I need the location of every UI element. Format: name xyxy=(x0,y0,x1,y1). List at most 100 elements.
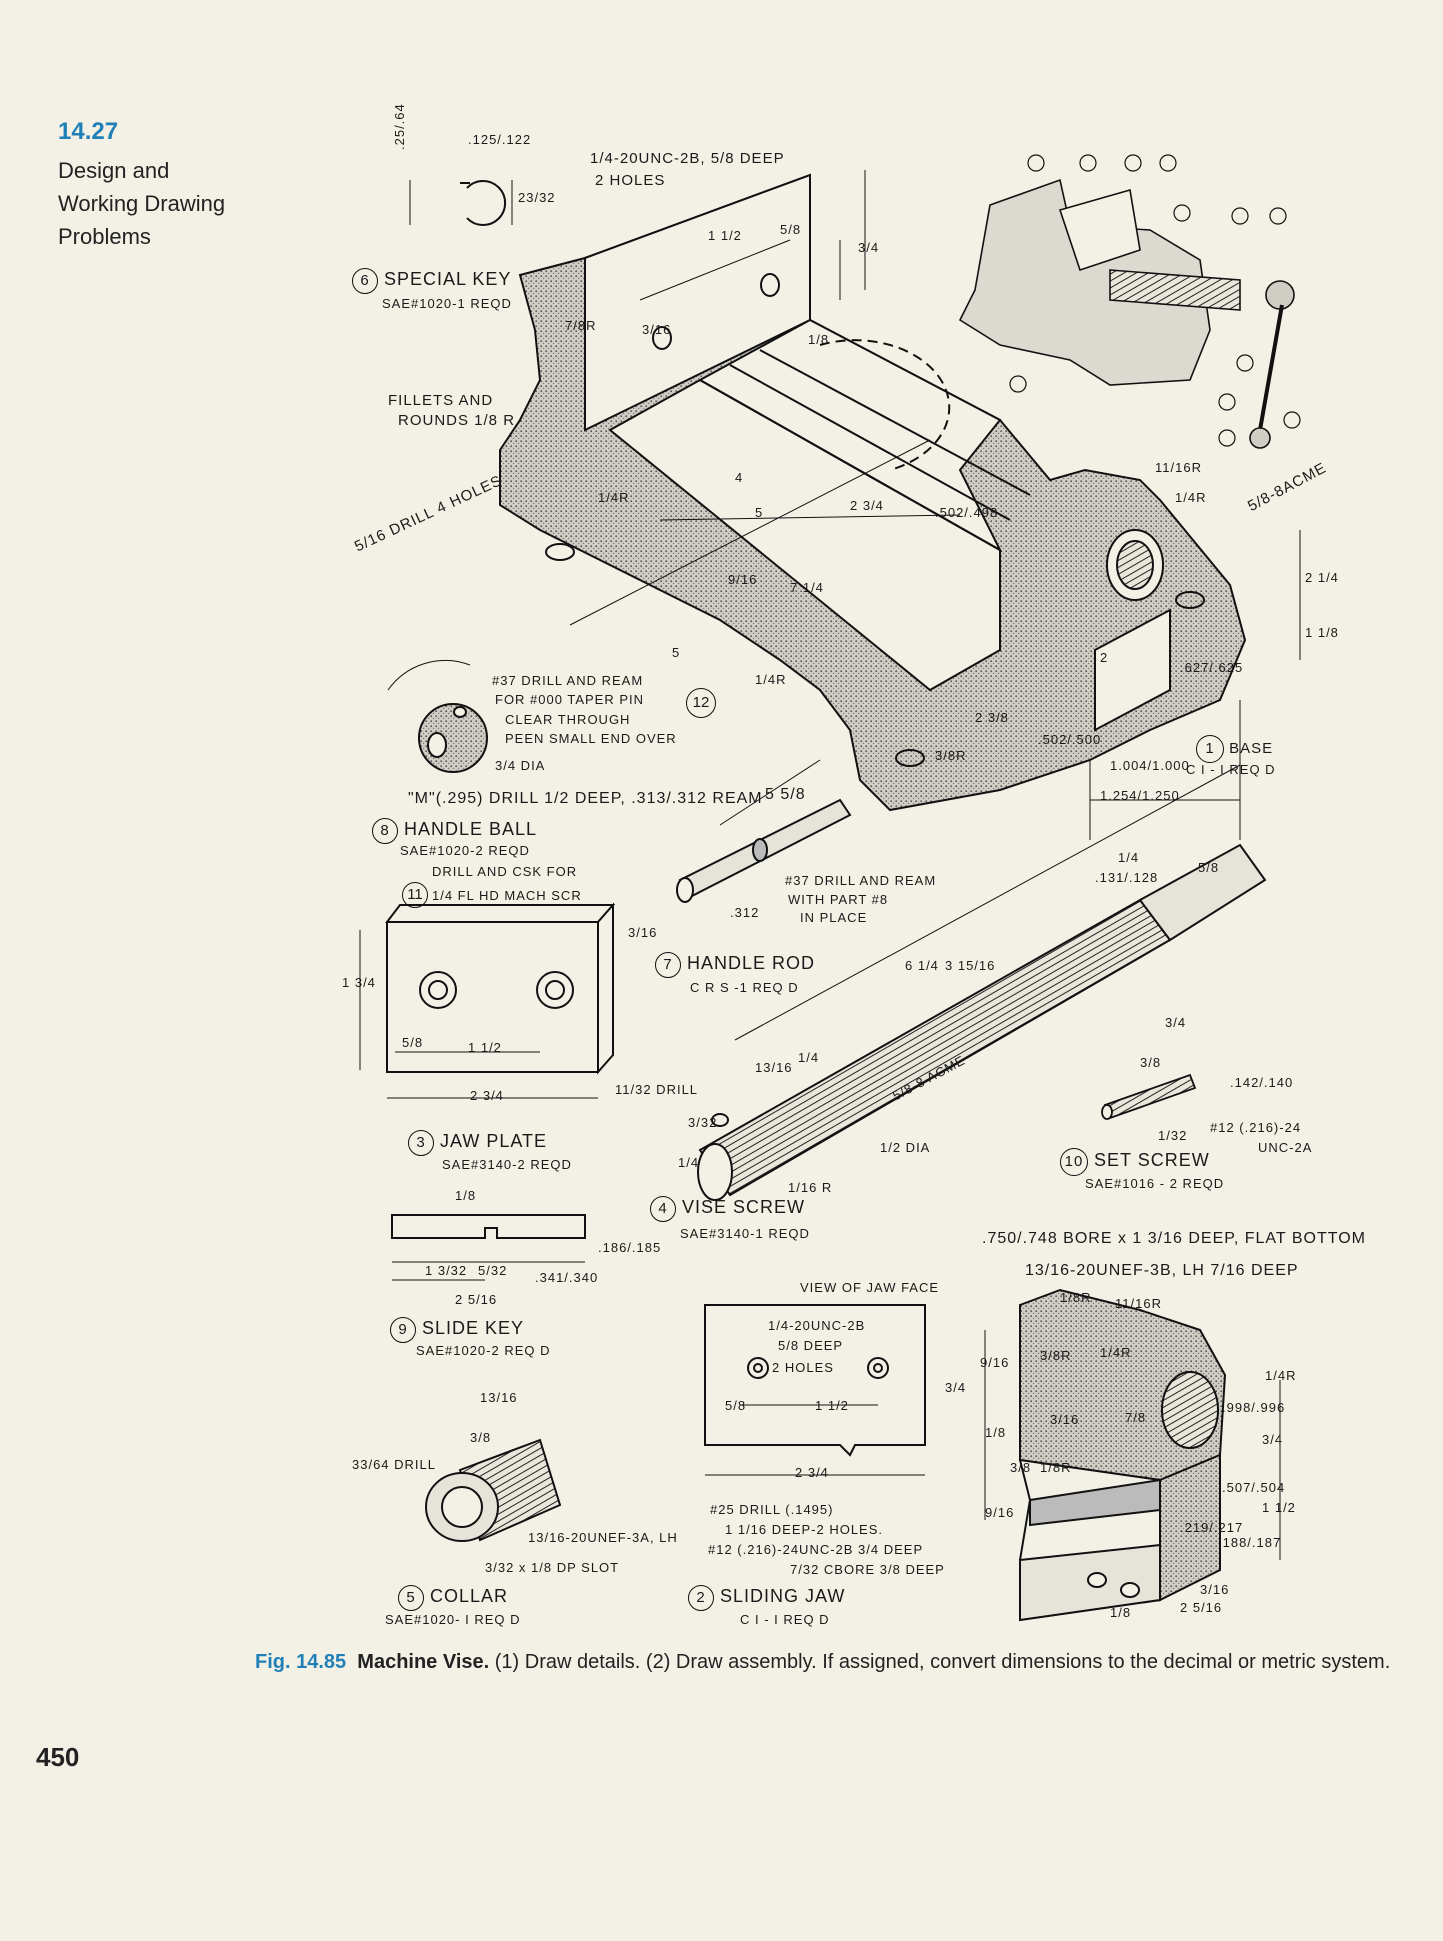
vise-assembly-pictorial xyxy=(958,154,1301,449)
dim-label: 1 1/2 xyxy=(1262,1500,1296,1515)
dim-label: 5/32 xyxy=(478,1263,508,1278)
note-line: 1/4 FL HD MACH SCR xyxy=(432,888,582,903)
part-spec: SAE#1020-1 REQD xyxy=(382,296,512,311)
part-name: SPECIAL KEY xyxy=(384,269,512,289)
figure-title: Machine Vise. xyxy=(357,1651,490,1673)
dim-label: 5/8 xyxy=(402,1035,424,1050)
note-line: 3/32 x 1/8 DP SLOT xyxy=(485,1560,620,1575)
balloon: 6 xyxy=(352,268,378,294)
note-line: 11/32 DRILL xyxy=(615,1082,699,1097)
dim-label: 3/16 xyxy=(1050,1412,1080,1427)
collar-label: 5 COLLAR xyxy=(398,1585,508,1611)
part-spec: SAE#1020-2 REQD xyxy=(400,843,530,858)
note-line: UNC-2A xyxy=(1258,1140,1313,1155)
dim-label: 1 1/2 xyxy=(708,228,742,243)
dim-label: 1 3/4 xyxy=(342,975,376,990)
balloon: 3 xyxy=(408,1130,434,1156)
note-line: FOR #000 TAPER PIN xyxy=(495,692,645,707)
dim-label: 3/16 xyxy=(1200,1582,1230,1597)
page-number: 450 xyxy=(36,1742,80,1772)
rounds-note: ROUNDS 1/8 R xyxy=(398,412,516,429)
handle-ball-label: 8 HANDLE BALL xyxy=(372,818,537,844)
dim-label: .312 xyxy=(730,905,760,920)
dim-label: 1/8 xyxy=(808,332,830,347)
dim-label: 4 xyxy=(735,470,744,485)
dim-label: 5 xyxy=(672,645,681,660)
note-line: 1 1/16 DEEP-2 HOLES. xyxy=(725,1522,884,1537)
note-line: WITH PART #8 xyxy=(788,892,889,907)
dim-label: .502/.500 xyxy=(1038,732,1102,747)
dim-label: 3/16 xyxy=(642,322,672,337)
note-line: PEEN SMALL END OVER xyxy=(505,731,677,746)
dim-label: 2 5/16 xyxy=(455,1292,498,1307)
part-spec: C I - I REQ D xyxy=(740,1612,830,1627)
balloon: 8 xyxy=(372,818,398,844)
dim-label: .142/.140 xyxy=(1230,1075,1294,1090)
balloon: 10 xyxy=(1060,1148,1088,1176)
dim-label: 2 1/4 xyxy=(1305,570,1339,585)
dim-label: 23/32 xyxy=(518,190,556,205)
note-line: 1/16 R xyxy=(788,1180,833,1195)
dim-label: .627/.625 xyxy=(1180,660,1244,675)
dim-label: 3/4 xyxy=(858,240,880,255)
jaw-face-view-drawing xyxy=(704,1304,926,1476)
balloon: 2 xyxy=(688,1585,714,1611)
handle-ball-drawing xyxy=(387,659,488,773)
dim-label: 2 xyxy=(1100,650,1109,665)
vise-screw-label: 4 VISE SCREW xyxy=(650,1196,805,1222)
dim-label: 3/8 xyxy=(1140,1055,1162,1070)
set-screw-drawing xyxy=(1101,1073,1197,1120)
dim-label: 3/8 xyxy=(470,1430,492,1445)
dim-label: 5/8 xyxy=(725,1398,747,1413)
dim-label: 1/4R xyxy=(755,672,787,687)
thread-note: 13/16-20UNEF-3B, LH 7/16 DEEP xyxy=(1025,1262,1299,1279)
dim-label: 9/16 xyxy=(728,572,758,587)
dim-label: 1.004/1.000 xyxy=(1110,758,1190,773)
dim-label: 1/8 xyxy=(1110,1605,1132,1620)
dim-label: 1/32 xyxy=(1158,1128,1188,1143)
jaw-plate-drawing xyxy=(359,902,616,1099)
part-name: COLLAR xyxy=(430,1586,509,1606)
note-line: "M"(.295) DRILL 1/2 DEEP, .313/.312 REAM xyxy=(408,790,763,807)
part-name: JAW PLATE xyxy=(440,1131,548,1151)
dim-label: 1/4 xyxy=(798,1050,820,1065)
note-line: IN PLACE xyxy=(800,910,868,925)
section-title-line: Problems xyxy=(58,224,151,249)
dim-label: 1/4R xyxy=(598,490,630,505)
dim-label: 11/16R xyxy=(1155,460,1202,475)
part-spec: C R S -1 REQ D xyxy=(690,980,799,995)
dim-label: 2 3/4 xyxy=(470,1088,504,1103)
slide-key-drawing xyxy=(391,1214,586,1281)
collar-drawing xyxy=(425,1438,562,1542)
part-spec: SAE#1016 - 2 REQD xyxy=(1085,1176,1225,1191)
dim-label: .25/.64 xyxy=(392,103,407,150)
dim-label: 1/4 xyxy=(678,1155,700,1170)
dim-label: .131/.128 xyxy=(1095,870,1159,885)
part-name: HANDLE BALL xyxy=(404,819,538,839)
dim-label: 11/16R xyxy=(1115,1296,1162,1311)
dim-label: 13/16 xyxy=(480,1390,518,1405)
dim-label: 5 xyxy=(755,505,764,520)
note-line: 1/4-20UNC-2B xyxy=(768,1318,866,1333)
dim-label: 1/8 xyxy=(985,1425,1007,1440)
dim-label: .502/.498 xyxy=(935,505,999,520)
part-name: HANDLE ROD xyxy=(687,953,816,973)
base-tap-note: 1/4-20UNC-2B, 5/8 DEEP xyxy=(590,150,785,167)
dim-label: 5 5/8 xyxy=(765,786,806,803)
dim-label: .998/.996 xyxy=(1222,1400,1286,1415)
part-name: SLIDING JAW xyxy=(720,1586,846,1606)
dim-label: 3/8 xyxy=(1010,1460,1032,1475)
dim-label: .219/.217 xyxy=(1180,1520,1244,1535)
dim-label: .186/.185 xyxy=(598,1240,662,1255)
base-tap-note-holes: 2 HOLES xyxy=(595,172,666,189)
dim-label: 1 1/2 xyxy=(468,1040,502,1055)
dim-label: 3/8R xyxy=(1040,1348,1072,1363)
slide-key-label: 9 SLIDE KEY xyxy=(390,1317,524,1343)
dim-label: 2 3/4 xyxy=(850,498,884,513)
dim-label: 3/16 xyxy=(628,925,658,940)
note-line: VIEW OF JAW FACE xyxy=(800,1280,940,1295)
figure-text: (1) Draw details. (2) Draw assembly. If … xyxy=(494,1651,1391,1673)
part-spec: SAE#1020- I REQ D xyxy=(385,1612,521,1627)
dim-label: 1/4R xyxy=(1265,1368,1297,1383)
